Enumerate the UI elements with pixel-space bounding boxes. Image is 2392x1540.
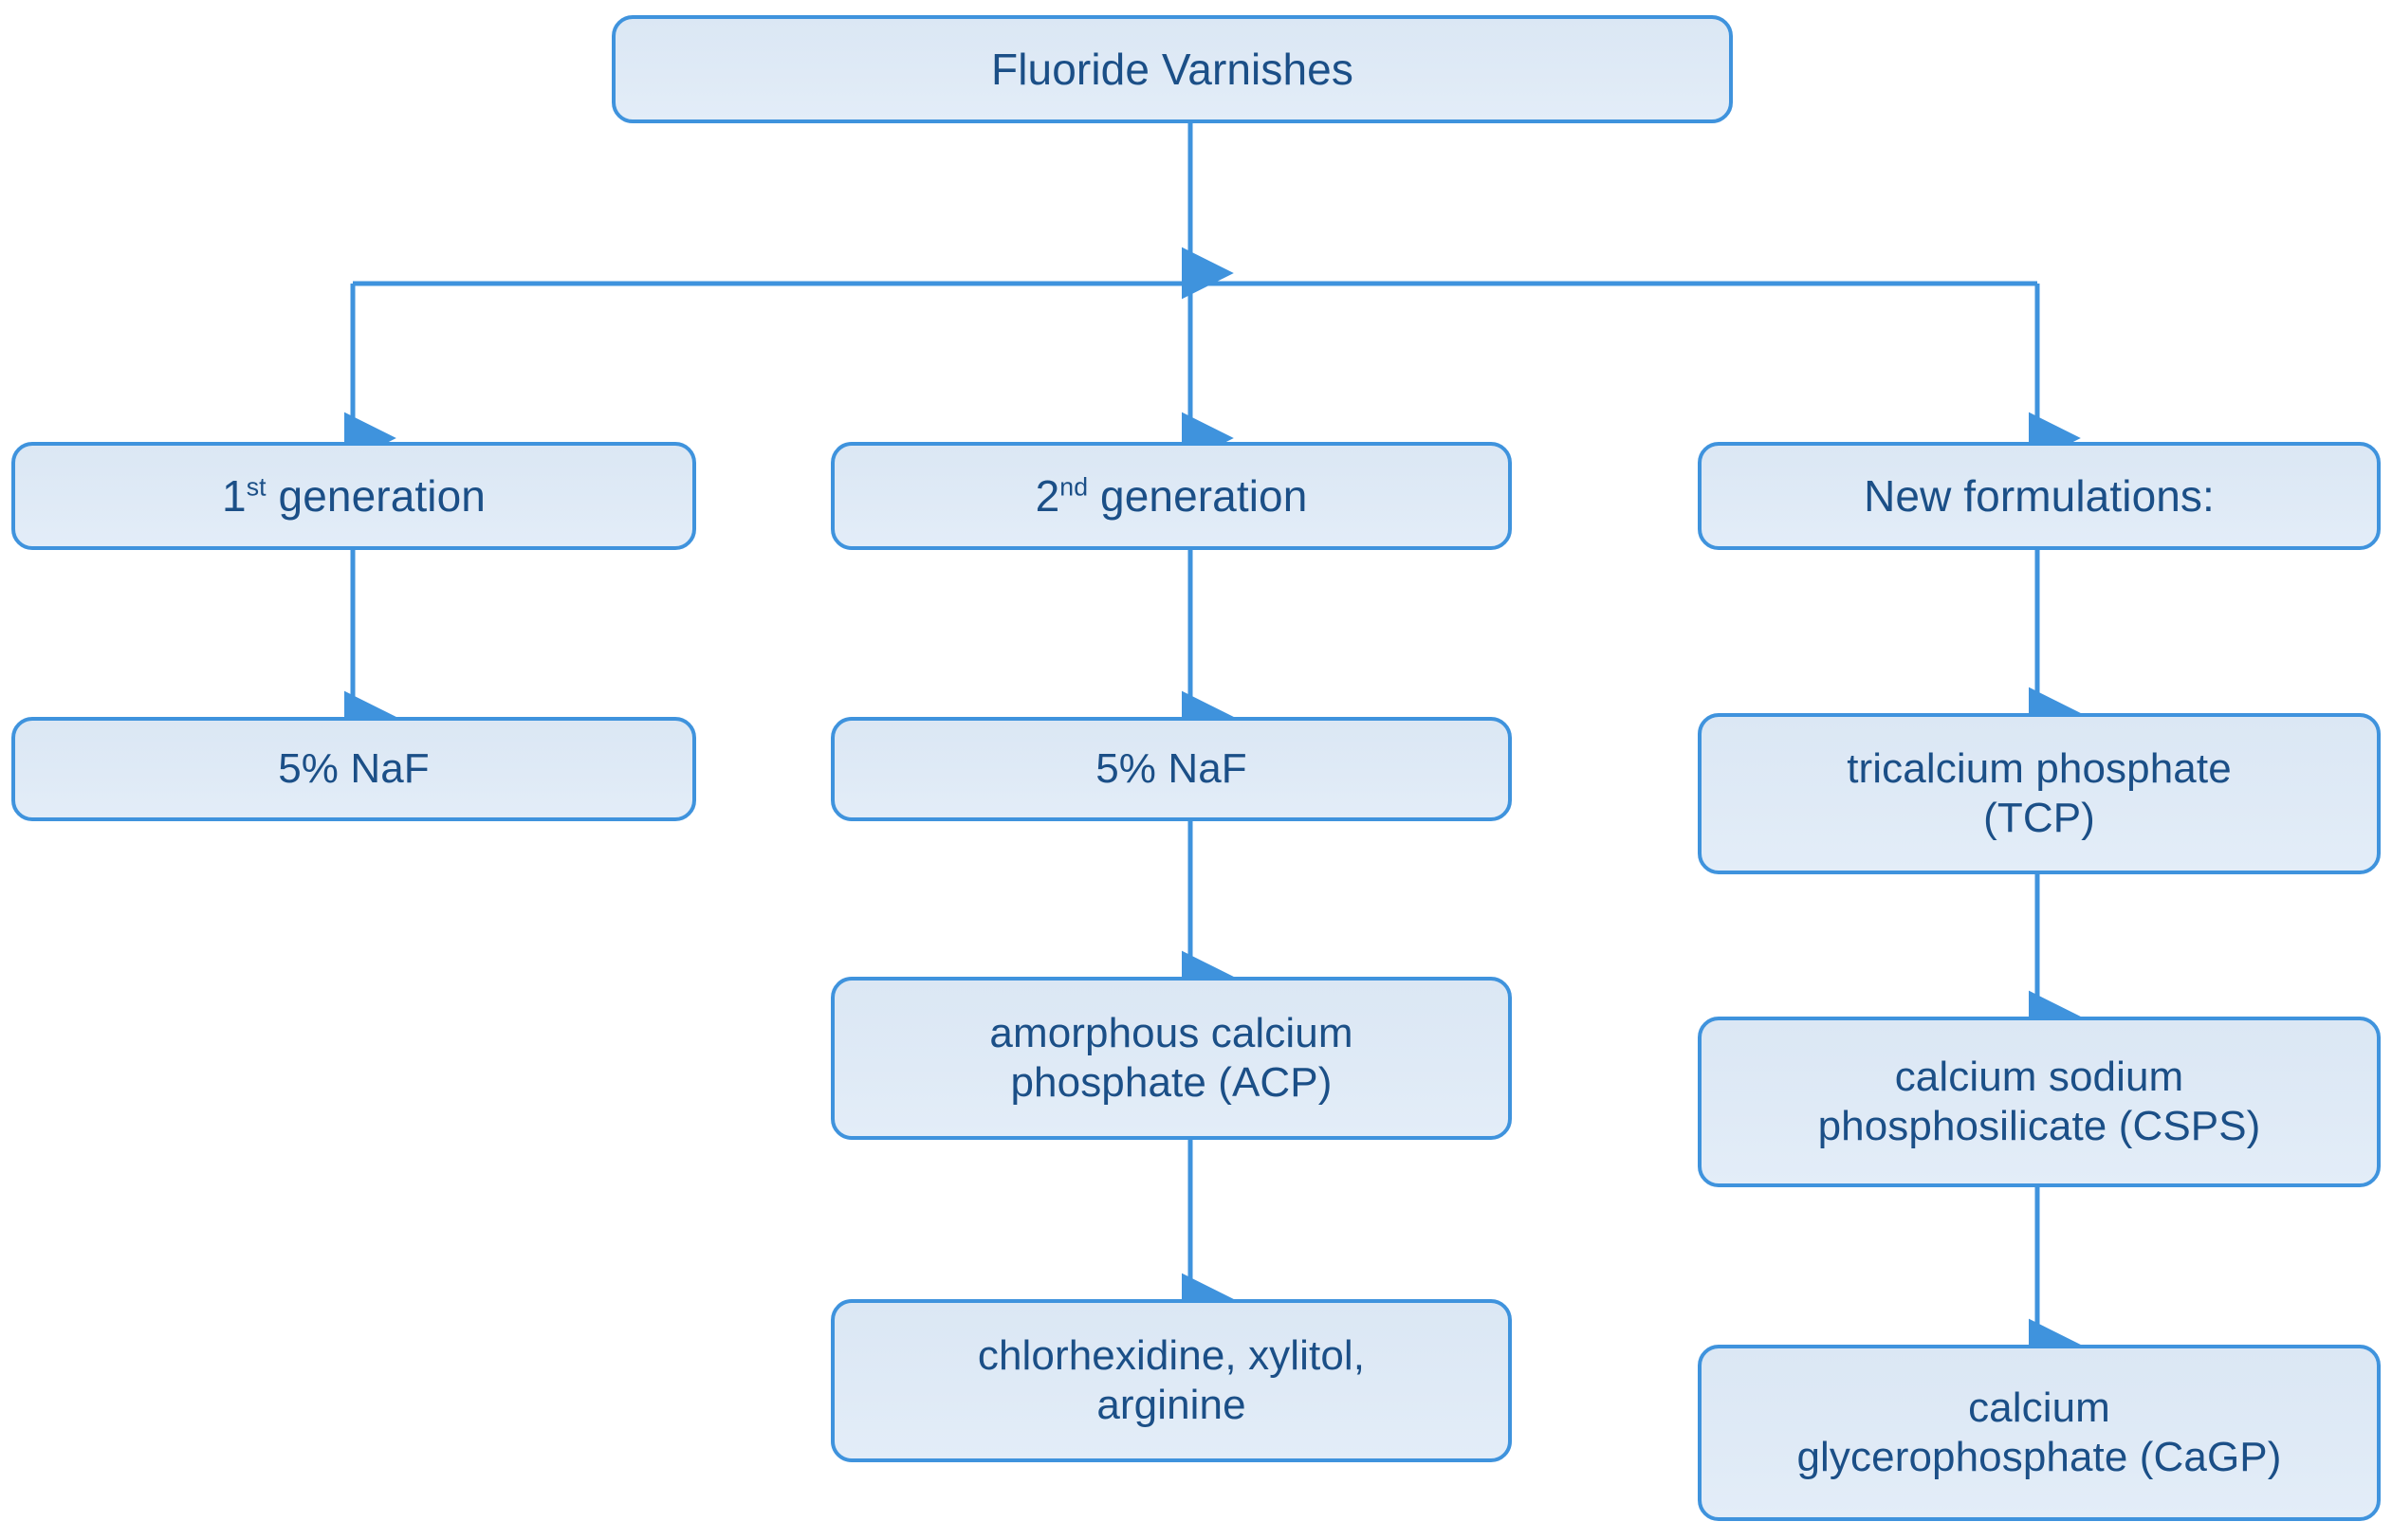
- node-2nd-generation[interactable]: 2nd generation: [831, 442, 1512, 550]
- ordinal-suffix: st: [246, 472, 267, 502]
- node-1st-generation[interactable]: 1st generation: [11, 442, 696, 550]
- node-naf-5-gen2[interactable]: 5% NaF: [831, 717, 1512, 821]
- node-label: calcium glycerophosphate (CaGP): [1796, 1384, 2282, 1480]
- node-label: calcium sodium phosphosilicate (CSPS): [1817, 1054, 2261, 1149]
- node-label: amorphous calcium phosphate (ACP): [989, 1010, 1353, 1106]
- node-label: Fluoride Varnishes: [991, 44, 1353, 94]
- node-label: 2nd generation: [1035, 470, 1308, 521]
- node-new-formulations[interactable]: New formulations:: [1698, 442, 2381, 550]
- node-label: 5% NaF: [1095, 745, 1247, 793]
- node-label: chlorhexidine, xylitol, arginine: [977, 1332, 1366, 1428]
- node-label: 5% NaF: [278, 745, 430, 793]
- node-tcp[interactable]: tricalcium phosphate (TCP): [1698, 713, 2381, 874]
- node-acp[interactable]: amorphous calcium phosphate (ACP): [831, 977, 1512, 1140]
- node-csps[interactable]: calcium sodium phosphosilicate (CSPS): [1698, 1017, 2381, 1187]
- node-chlorhexidine-xylitol-arginine[interactable]: chlorhexidine, xylitol, arginine: [831, 1299, 1512, 1462]
- node-label: 1st generation: [222, 470, 486, 521]
- node-cagp[interactable]: calcium glycerophosphate (CaGP): [1698, 1345, 2381, 1521]
- node-fluoride-varnishes[interactable]: Fluoride Varnishes: [612, 15, 1733, 123]
- ordinal-suffix: nd: [1059, 472, 1089, 502]
- node-label: tricalcium phosphate (TCP): [1847, 745, 2232, 841]
- node-label: New formulations:: [1864, 470, 2215, 521]
- node-naf-5-gen1[interactable]: 5% NaF: [11, 717, 696, 821]
